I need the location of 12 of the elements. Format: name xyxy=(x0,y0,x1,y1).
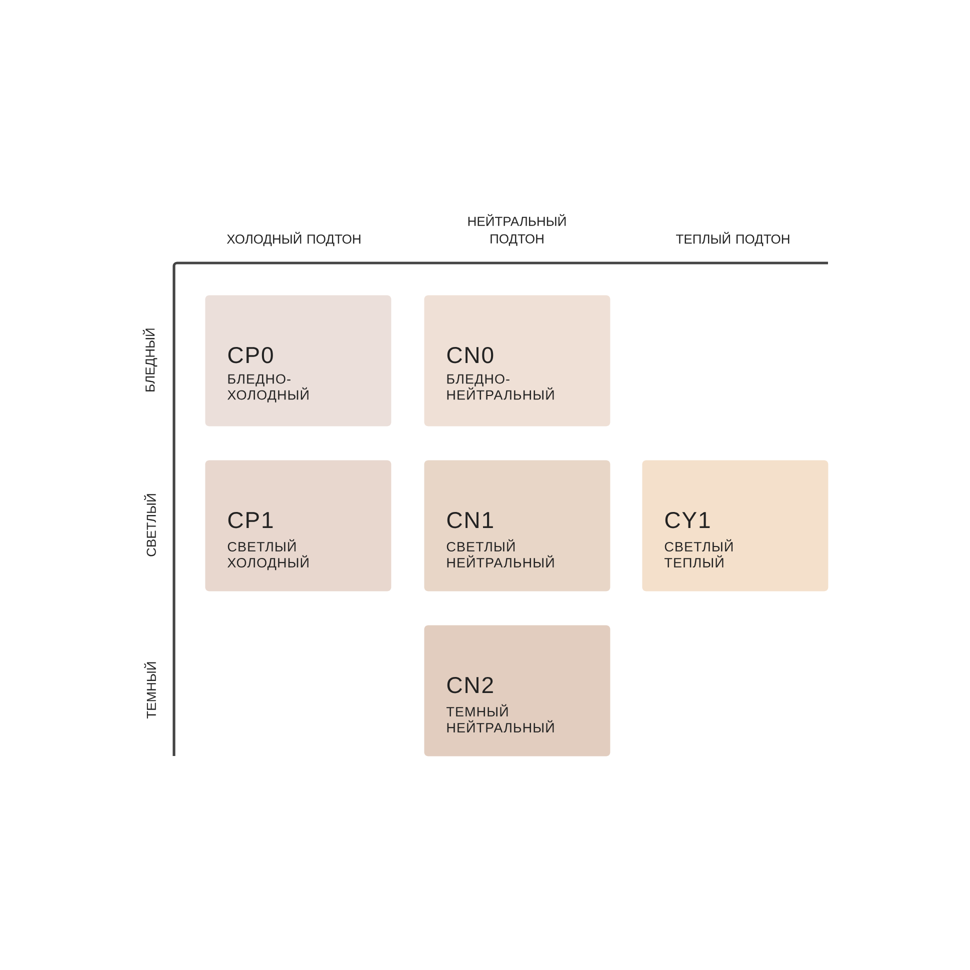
axis-label: ТЕМНЫЙ xyxy=(144,662,156,719)
axis-label: СВЕТЛЫЙ xyxy=(144,494,156,556)
shade-card: CP0 БЛЕДНО-ХОЛОДНЫЙ xyxy=(205,295,392,426)
axis-label: ТЕПЛЫЙ ПОДТОН xyxy=(676,232,790,246)
axis-label: НЕЙТРАЛЬНЫЙ ПОДТОН xyxy=(468,214,566,246)
shade-card: CN0 БЛЕДНО-НЕЙТРАЛЬНЫЙ xyxy=(424,295,610,426)
shade-card: CN1 СВЕТЛЫЙ НЕЙТРАЛЬНЫЙ xyxy=(424,460,610,592)
axis-label: БЛЕДНЫЙ xyxy=(142,328,158,392)
shade-card: CN2 ТЕМНЫЙ НЕЙТРАЛЬНЫЙ xyxy=(424,625,610,756)
axis-label: ХОЛОДНЫЙ ПОДТОН xyxy=(226,232,360,246)
shade-card: CP1 СВЕТЛЫЙ ХОЛОДНЫЙ xyxy=(205,460,392,592)
shade-card: CY1 СВЕТЛЫЙ ТЕПЛЫЙ xyxy=(642,460,828,592)
